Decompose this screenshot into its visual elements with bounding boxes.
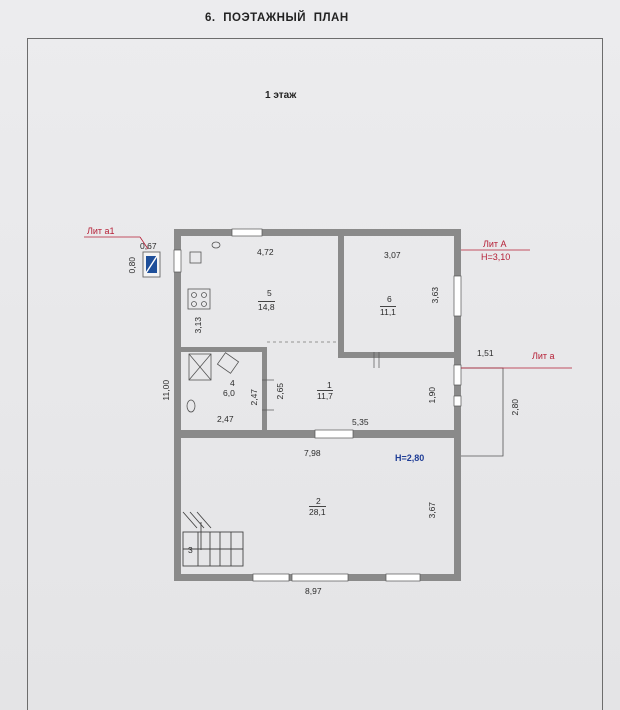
lit-A-label: Лит А	[483, 239, 507, 249]
room-5-number: 5	[267, 288, 272, 298]
lit-a-label: Лит а	[532, 351, 555, 361]
washbasin-icon	[216, 352, 240, 374]
dim-room2-top: 7,98	[304, 448, 321, 458]
shower-icon	[188, 353, 212, 381]
drawing-frame	[27, 38, 603, 710]
interior-walls	[181, 236, 454, 438]
room-4-number: 4	[230, 378, 235, 388]
toilet-icon	[186, 399, 196, 413]
dim-room4-height: 2,47	[249, 388, 260, 406]
dim-porch-depth: 2,80	[510, 398, 521, 416]
dim-room1-height: 2,65	[275, 382, 286, 400]
lit-a1-box	[142, 251, 161, 278]
dim-a1-depth: 0,80	[127, 256, 138, 274]
dim-room5-side: 3,13	[193, 316, 204, 334]
lit-A-height: Н=3,10	[481, 252, 511, 262]
room-6-number: 6	[387, 294, 392, 304]
interior-height-label: Н=2,80	[395, 453, 425, 463]
dim-room4-width: 2,47	[217, 414, 234, 424]
dim-room5-top: 4,72	[257, 247, 274, 257]
dim-room1-side: 1,90	[427, 386, 438, 404]
room-5-area: 14,8	[258, 301, 275, 312]
dim-room6-side: 3,63	[430, 286, 441, 304]
room-1-area: 11,7	[317, 390, 333, 401]
dim-room2-side: 3,67	[427, 501, 438, 519]
lit-a1-label: Лит а1	[87, 226, 115, 236]
dim-overall-height: 11,00	[161, 379, 172, 401]
dim-porch-width: 1,51	[477, 348, 494, 358]
windows	[173, 228, 462, 582]
room-2-area: 28,1	[309, 506, 326, 517]
room-6-area: 11,1	[380, 306, 396, 317]
porch-outline	[461, 367, 572, 457]
stairs-icon	[182, 511, 244, 567]
document-title: 6. ПОЭТАЖНЫЙ ПЛАН	[205, 12, 349, 24]
dim-overall-width: 8,97	[305, 586, 322, 596]
outer-walls	[174, 229, 461, 581]
floor-label: 1 этаж	[265, 90, 297, 101]
dim-a1-width: 0,67	[140, 241, 157, 251]
dim-room1-width: 5,35	[352, 417, 369, 427]
stove-icon	[187, 288, 211, 310]
room-3-number: 3	[188, 545, 193, 555]
room-2-number: 2	[316, 496, 321, 506]
toilet-kitchen-icon	[211, 241, 221, 249]
fixtures	[186, 241, 240, 413]
dim-room6-top: 3,07	[384, 250, 401, 260]
sink-icon	[189, 251, 202, 264]
room-4-area: 6,0	[223, 388, 235, 398]
room-1-number: 1	[327, 380, 332, 390]
